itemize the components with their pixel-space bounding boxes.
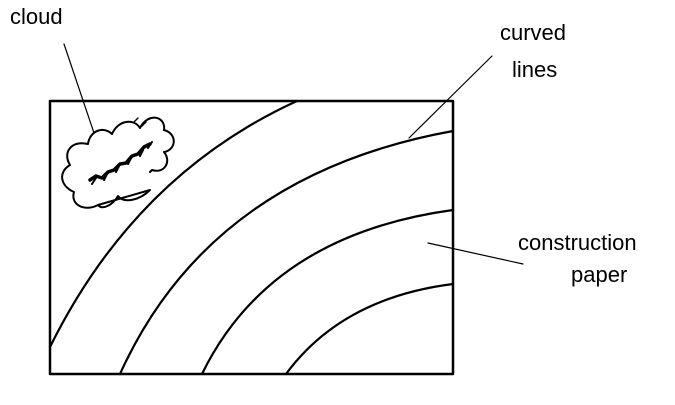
construction-paper-rectangle — [48, 99, 455, 376]
cloud-shape — [61, 116, 175, 209]
leader-lines — [63, 43, 524, 265]
cloud-scribble-ticks — [91, 141, 153, 185]
curved-line-inner — [284, 282, 455, 376]
construction-paper-leader-line — [427, 242, 524, 265]
curved-lines-label-line2: lines — [512, 57, 557, 82]
construction-paper-label-line1: construction — [518, 230, 637, 255]
curved-line-second — [118, 129, 455, 376]
curved-line-outer — [48, 99, 299, 349]
cloud-outline — [61, 116, 175, 209]
curved-lines-leader-line — [408, 55, 493, 139]
curved-line-third — [200, 208, 455, 376]
cloud-scribble-main — [88, 142, 152, 182]
construction-paper-label-line2: paper — [571, 262, 627, 287]
cloud-scribble-top — [133, 117, 147, 127]
curved-lines-label-line1: curved — [500, 20, 566, 45]
cloud-label: cloud — [10, 4, 63, 29]
curved-lines-group — [48, 99, 455, 376]
cloud-leader-line — [63, 43, 95, 134]
